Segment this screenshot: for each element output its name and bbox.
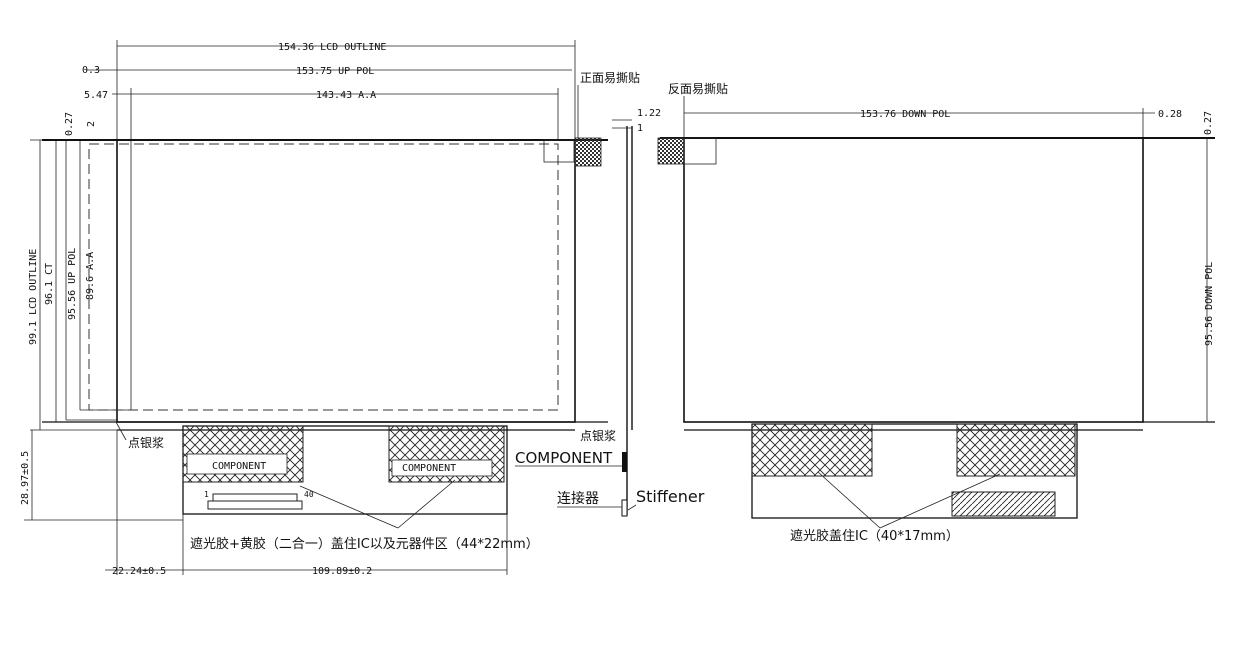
up-pol-width-label: 153.75 UP POL — [296, 66, 374, 77]
lcd-outline — [116, 139, 576, 423]
ct-height-label: 96.1 CT — [44, 263, 55, 305]
silver-paste-right-label: 点银浆 — [580, 428, 616, 443]
back-cover-note: 遮光胶盖住IC（40*17mm） — [790, 528, 959, 544]
fpc-offset-label: 22.24±0.5 — [112, 566, 166, 577]
side-stiffener-label: Stiffener — [636, 487, 705, 506]
lcd-outline-width-label: 154.36 LCD OUTLINE — [278, 42, 386, 53]
front-tape-label: 正面易撕贴 — [580, 71, 640, 85]
component-box-label: COMPONENT — [212, 461, 266, 472]
side-component-label: COMPONENT — [515, 449, 613, 467]
back-ic-area-left — [751, 423, 873, 477]
dim-aa-width: 5.47 143.43 A.A — [84, 88, 559, 410]
fpc-height-label: 28.97±0.5 — [20, 451, 31, 505]
side-dim-122: 1.22 — [637, 108, 661, 119]
fpc-width-label: 109.89±0.2 — [312, 566, 372, 577]
up-pol-height-label: 95.56 UP POL — [67, 248, 78, 320]
lcd-outline-height-label: 99.1 LCD OUTLINE — [28, 249, 39, 345]
down-pol-height-label: 95.56 DOWN POL — [1204, 262, 1215, 346]
pin-1-label: 1 — [204, 490, 209, 499]
offset-03-label: 0.3 — [82, 65, 100, 76]
side-connector-label: 连接器 — [557, 490, 599, 507]
silver-paste-left-label: 点银浆 — [128, 435, 164, 450]
active-area — [88, 143, 559, 411]
offset-027-label: 0.27 — [64, 112, 75, 136]
component-box-label-2: COMPONENT — [402, 463, 456, 474]
aa-width-label: 143.43 A.A — [316, 90, 376, 101]
offset-2-label: 2 — [86, 121, 97, 127]
back-tape-label: 反面易撕贴 — [668, 82, 728, 96]
back-view: 反面易撕贴 153.76 DOWN POL 0.28 0.27 95.56 DO… — [657, 82, 1215, 544]
side-view: 1.22 1 COMPONENT 连接器 Stiffener — [515, 108, 705, 517]
dim-up-pol-width: 0.3 153.75 UP POL — [82, 65, 572, 77]
aa-height-label: 89.6 A.A — [85, 252, 96, 300]
back-ic-area-right — [956, 423, 1076, 477]
down-pol-width-label: 153.76 DOWN POL — [860, 109, 950, 120]
front-view: 154.36 LCD OUTLINE 0.3 153.75 UP POL 5.4… — [20, 40, 640, 577]
back-panel-outline — [683, 137, 1144, 423]
back-stiffener-area — [951, 491, 1056, 517]
back-offset-028-label: 0.28 — [1158, 109, 1182, 120]
offset-547-label: 5.47 — [84, 90, 108, 101]
fpc-connector — [212, 493, 298, 502]
front-tape-swatch — [574, 137, 602, 167]
pin-40-label: 40 — [304, 490, 314, 499]
dim-lcd-outline-width: 154.36 LCD OUTLINE — [116, 40, 576, 140]
side-dim-1: 1 — [637, 123, 643, 134]
back-offset-027-label: 0.27 — [1203, 111, 1214, 135]
front-cover-note: 遮光胶+黄胶（二合一）盖住IC以及元器件区（44*22mm） — [190, 536, 539, 552]
back-tape-swatch — [657, 137, 685, 165]
